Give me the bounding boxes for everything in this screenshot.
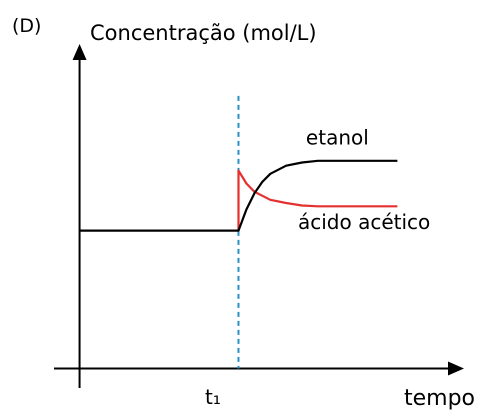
series-label-acido-acetico: ácido acético bbox=[298, 210, 430, 234]
series-line-acido-acetico bbox=[237, 169, 398, 231]
series-label-etanol: etanol bbox=[306, 126, 369, 150]
x-axis-arrow bbox=[448, 361, 464, 376]
panel-label: (D) bbox=[12, 15, 41, 37]
y-axis-arrow bbox=[72, 44, 87, 60]
y-axis-label: Concentração (mol/L) bbox=[90, 21, 317, 45]
series-line-etanol bbox=[79, 159, 398, 232]
x-tick-label-t1: t₁ bbox=[205, 385, 221, 409]
x-axis-label: tempo bbox=[404, 386, 475, 411]
